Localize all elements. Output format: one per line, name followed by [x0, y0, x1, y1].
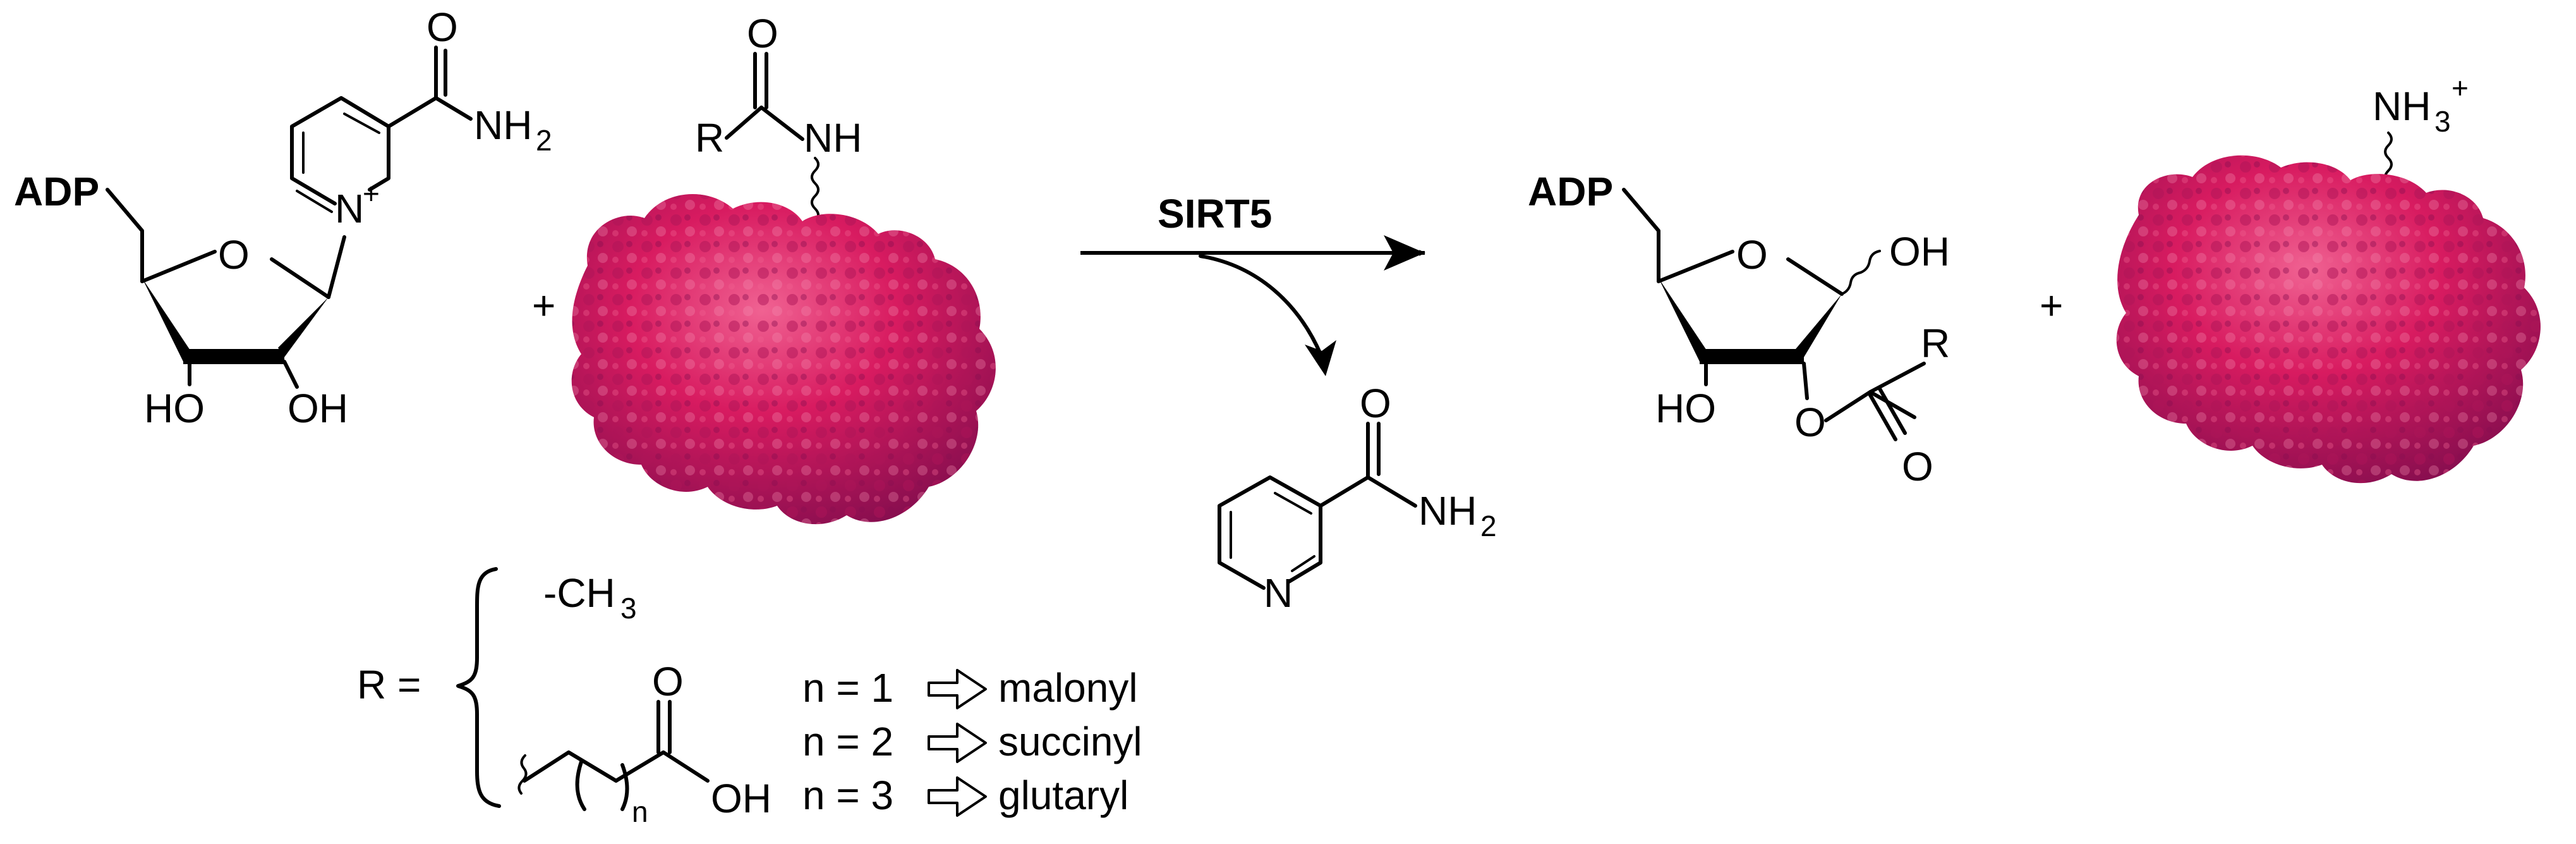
acyl-oxygen-label: O: [747, 11, 778, 56]
nicotinamide-molecule: N O NH 2: [1218, 381, 1497, 616]
ribose-front-edge: [1700, 349, 1804, 364]
nicotinamide-nh2-subscript: 2: [1480, 510, 1497, 542]
r-group-label: R: [695, 115, 724, 161]
ho-label: HO: [1655, 386, 1716, 431]
amide-nh2-subscript: 2: [536, 124, 552, 157]
pyridinium-n-label: N: [335, 186, 364, 231]
ribose-front-bond: [142, 278, 193, 362]
methyl-label: -CH: [543, 570, 615, 616]
amide-oxygen-label: O: [426, 4, 458, 50]
plus-sign: +: [2040, 283, 2063, 328]
n-value: n = 3: [802, 773, 893, 818]
acid-oxygen-label: O: [652, 659, 684, 704]
ribose-oxygen-label: O: [1736, 232, 1768, 278]
acyl-name: succinyl: [998, 719, 1142, 764]
ho-label: HO: [144, 386, 205, 431]
hollow-arrow-icon: [928, 776, 987, 817]
acid-chain: [614, 750, 710, 783]
r-group-item: n = 3 glutaryl: [802, 773, 1128, 818]
amine-charge: +: [2452, 71, 2469, 104]
ribose-front-bond: [278, 297, 329, 357]
protein-surface: [571, 194, 996, 525]
bond: [1622, 188, 1660, 283]
reaction-arrow: SIRT5: [1080, 191, 1425, 376]
plus-sign: +: [532, 283, 555, 328]
hollow-arrow-icon: [928, 669, 987, 709]
adp-label: ADP: [1528, 169, 1613, 214]
nicotinamide-nh2-label: NH: [1418, 488, 1477, 534]
ribose-ring: [140, 250, 330, 299]
nad-molecule: ADP O HO OH N + O NH 2: [14, 4, 552, 431]
methyl-subscript: 3: [620, 592, 637, 625]
ester-oxygen-label: O: [1794, 400, 1826, 445]
wavy-attachment: [517, 754, 528, 795]
ester-carbonyl-oxygen-label: O: [1902, 444, 1933, 489]
bond: [1319, 422, 1417, 508]
bond: [106, 188, 144, 283]
wavy-bond: [1841, 250, 1881, 295]
enzyme-label: SIRT5: [1158, 191, 1272, 236]
nicotinamide-oxygen-label: O: [1360, 381, 1391, 426]
amine-subscript: 3: [2434, 105, 2451, 138]
protein-surface: [2116, 155, 2541, 484]
acid-oh-label: OH: [711, 776, 771, 821]
bond: [1802, 362, 1809, 400]
n-value: n = 1: [802, 665, 893, 711]
r-equals-label: R =: [357, 662, 421, 707]
pyridine-n-label: N: [1264, 570, 1293, 616]
acid-chain: [523, 750, 618, 783]
bond: [725, 106, 804, 141]
acid-carbonyl: [656, 700, 672, 754]
r-group-definition: R = -CH 3 n O OH n = 1 malonyl n = 2 suc…: [357, 567, 1142, 828]
r-group-item: n = 1 malonyl: [802, 665, 1138, 711]
bond: [282, 360, 299, 389]
bond: [327, 235, 346, 299]
bond: [753, 52, 768, 109]
ester-r-label: R: [1921, 321, 1950, 366]
acyl-adp-ribose: ADP O HO OH O R O: [1528, 169, 1950, 489]
n-subscript: n: [632, 795, 648, 828]
side-arrow: [1199, 254, 1322, 356]
hollow-arrow-icon: [928, 723, 987, 763]
adp-label: ADP: [14, 169, 99, 214]
pyridine-double-bond: [1230, 492, 1315, 572]
r-group-item: n = 2 succinyl: [802, 719, 1142, 764]
pyridine-ring: [1218, 475, 1322, 590]
bond: [387, 46, 473, 128]
ribose-front-edge: [183, 349, 284, 364]
anomeric-oh-label: OH: [1889, 229, 1950, 274]
pyridinium-ring: [290, 96, 390, 205]
deacylated-protein: NH 3 +: [2116, 71, 2541, 484]
pyridinium-charge: +: [363, 177, 380, 210]
ribose-front-bond: [1796, 294, 1842, 357]
amide-nh2-label: NH: [474, 102, 532, 148]
acylated-protein: R O NH: [571, 11, 996, 525]
acyl-name: glutaryl: [998, 773, 1128, 818]
ribose-oxygen-label: O: [218, 232, 250, 278]
curly-brace: [456, 567, 501, 808]
wavy-bond: [811, 157, 819, 223]
oh-label: OH: [287, 386, 348, 431]
amide-nh-label: NH: [804, 115, 862, 161]
n-value: n = 2: [802, 719, 893, 764]
ribose-front-bond: [1659, 278, 1709, 362]
bond: [1868, 387, 1907, 441]
chain-bracket: [575, 760, 629, 811]
amine-label: NH: [2373, 83, 2431, 129]
ribose-ring: [1657, 250, 1844, 296]
acyl-name: malonyl: [998, 665, 1138, 711]
pyridinium-double-bond: [296, 113, 380, 213]
